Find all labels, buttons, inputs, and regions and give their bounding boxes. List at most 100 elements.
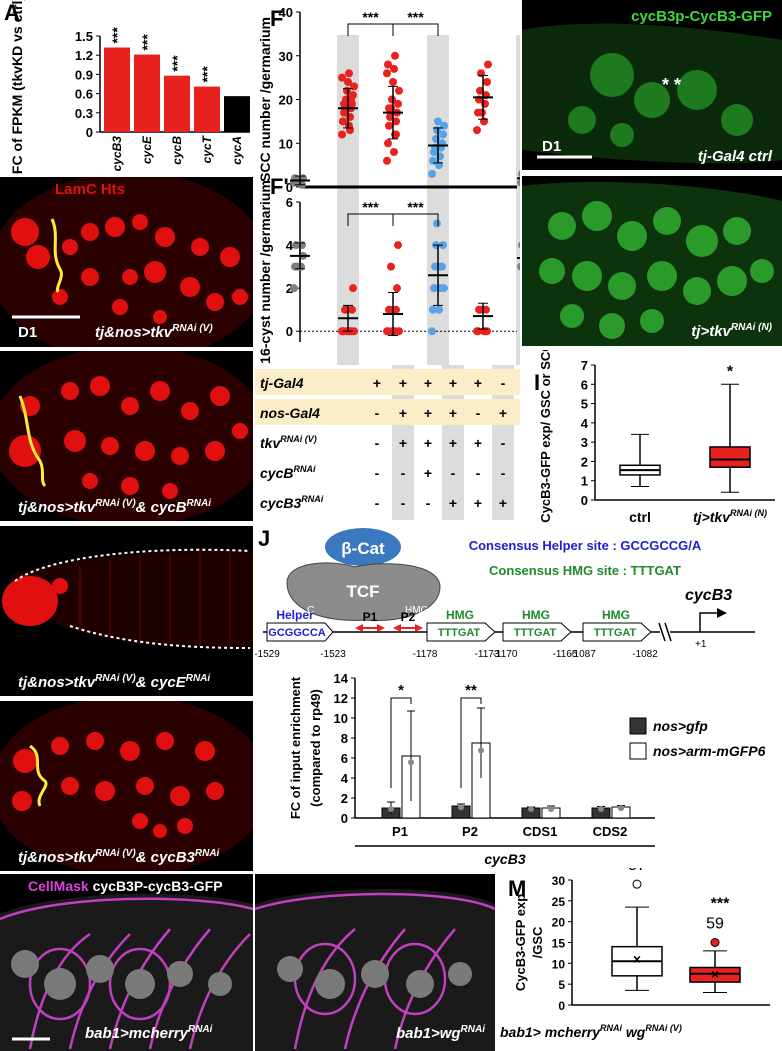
tcf-label: TCF [346, 582, 379, 601]
sig-label: *** [199, 66, 215, 83]
tissue-image-b [0, 177, 253, 347]
hmg-consensus: Consensus HMG site : TTTGAT [489, 563, 681, 578]
hmg-seq: TTTGAT [514, 627, 557, 639]
stain-label: LamC Hts [55, 181, 126, 198]
table-cell: + [424, 375, 432, 391]
data-point [342, 305, 350, 314]
data-point [429, 305, 437, 314]
category-label: P2 [462, 824, 478, 839]
data-point [387, 262, 395, 271]
data-point [393, 284, 401, 293]
tss-label: +1 [695, 639, 707, 650]
data-point [477, 69, 485, 78]
genotype-caption-g: tj-Gal4 ctrl [697, 148, 772, 165]
table-cell: + [449, 495, 457, 511]
gene-name: cycB3 [685, 587, 732, 604]
table-cell: + [399, 435, 407, 451]
x-axis-label: cycB3 [484, 851, 525, 867]
table-cell: + [424, 465, 432, 481]
shade-row [255, 399, 520, 425]
data-point [388, 327, 396, 336]
category-label: cycB [170, 136, 184, 165]
category-label: CDS1 [523, 824, 558, 839]
micrograph-d: tj&nos>tkvRNAi (V)& cycERNAi [0, 526, 253, 696]
mean-marker: × [711, 966, 719, 982]
legend-label: nos>gfp [653, 718, 708, 734]
data-point [339, 117, 347, 126]
sig-label: *** [169, 55, 185, 72]
y-tick-label: 12 [334, 691, 348, 706]
table-cell: - [476, 405, 481, 421]
y-tick-label: 6 [286, 195, 293, 210]
hmg-box [502, 622, 572, 642]
data-point [517, 262, 520, 271]
y-tick-label: 7 [581, 358, 588, 373]
sig-bracket [390, 697, 412, 788]
y-tick-label: 40 [279, 5, 293, 20]
hmg-title: HMG [602, 608, 630, 622]
data-point [429, 156, 437, 165]
row-label: tj-Gal4 [260, 375, 304, 391]
reporter-title: cycB3p-CycB3-GFP [631, 8, 772, 25]
data-point [430, 284, 438, 293]
data-point [478, 108, 486, 117]
y-tick-label: 2 [286, 281, 293, 296]
scale-label: D1 [18, 324, 38, 341]
y-tick-label: 4 [341, 771, 349, 786]
data-point [528, 806, 534, 812]
data-point [386, 305, 394, 314]
table-cell: + [474, 375, 482, 391]
data-point [292, 241, 300, 250]
panel-label-f-prime: F' [270, 174, 289, 199]
stain-legend-k: CellMask cycB3P-cycB3-GFP [28, 878, 223, 894]
data-point [338, 73, 346, 82]
data-point [394, 99, 402, 108]
sig-label: *** [362, 9, 379, 25]
genotype-caption-h: tj>tkvRNAi (N) [691, 322, 772, 340]
data-point [344, 78, 352, 86]
coordinate-label: -1165 [553, 649, 578, 660]
y-tick-label: 14 [334, 671, 349, 686]
category-label: cycB3 [110, 136, 124, 172]
sig-label: *** [362, 199, 379, 215]
y-tick-label: 30 [279, 49, 293, 64]
beta-catenin-label: β-Cat [341, 539, 385, 558]
y-tick-label: 25 [552, 895, 566, 909]
y-tick-label: 0.9 [75, 67, 93, 82]
legend-swatch [629, 717, 647, 735]
helper-label: Helper [276, 608, 314, 622]
data-point [384, 139, 392, 148]
y-tick-label: 15 [552, 937, 566, 951]
data-point [395, 327, 403, 336]
table-cell: + [449, 405, 457, 421]
coordinate-label: -1529 [255, 649, 280, 660]
data-point [338, 130, 346, 139]
table-cell: - [426, 495, 431, 511]
sig-label: *** [109, 27, 125, 44]
data-point [484, 60, 492, 69]
micrograph-e: tj&nos>tkvRNAi (V)& cycB3RNAi [0, 701, 253, 871]
helper-consensus: Consensus Helper site : GCCGCCG/A [469, 538, 702, 553]
panel-label-m: M [508, 876, 527, 901]
promoter-diagram: β-Cat TCF C HMG Consensus Helper site : … [255, 528, 755, 660]
hmg-title: HMG [522, 608, 550, 622]
table-cell: - [375, 435, 380, 451]
y-tick-label: 20 [552, 916, 566, 930]
shade-row [255, 369, 520, 395]
y-tick-label: 0 [286, 324, 293, 339]
data-point [518, 170, 520, 178]
y-axis-label-2: (compared to rp49) [308, 689, 323, 807]
data-point [343, 86, 351, 95]
y-tick-label: 0.6 [75, 87, 93, 102]
hmg-seq: TTTGAT [438, 627, 481, 639]
y-tick-label: 2 [341, 791, 348, 806]
scale-label-g: D1 [542, 138, 562, 155]
legend-swatch [629, 742, 647, 760]
category-label: tj>tkvRNAi (N) [693, 508, 767, 525]
table-cell: - [401, 495, 406, 511]
category-label: cycT [200, 134, 214, 163]
tissue-image-e [0, 701, 253, 871]
tissue-image-g [522, 0, 782, 170]
sig-label: *** [139, 34, 155, 51]
